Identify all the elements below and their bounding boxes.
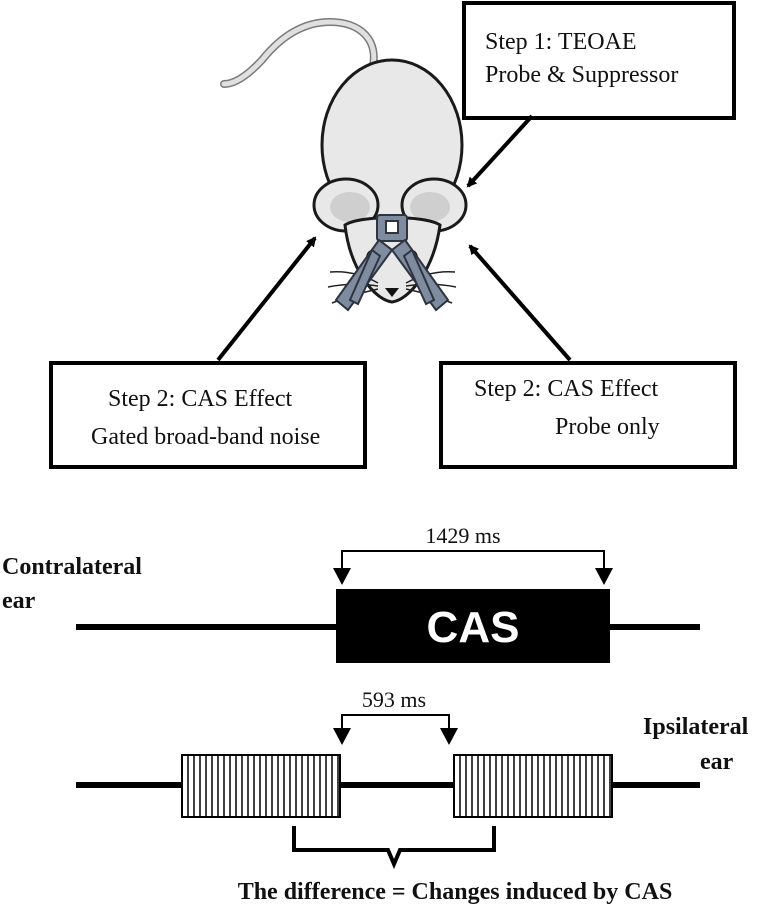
gap-start-arrow xyxy=(333,728,351,745)
step1-arrow xyxy=(466,114,534,188)
gap-duration-label: 593 ms xyxy=(362,687,426,712)
step2-right-line1: Step 2: CAS Effect xyxy=(474,376,659,402)
cas-end-arrow xyxy=(595,568,613,585)
step2-left-line1: Step 2: CAS Effect xyxy=(108,386,293,412)
step2-left-box: Step 2: CAS Effect Gated broad-band nois… xyxy=(49,361,367,469)
difference-brace xyxy=(292,826,496,870)
mouse-nose xyxy=(385,288,399,297)
probe-click-train-left xyxy=(181,754,341,818)
contralateral-label-line2: ear xyxy=(2,588,36,614)
step2-left-arrow xyxy=(216,236,317,362)
ipsilateral-label-line1: Ipsilateral xyxy=(643,714,749,740)
step2-right-box: Step 2: CAS Effect Probe only xyxy=(439,361,737,469)
cas-duration-label: 1429 ms xyxy=(425,523,500,548)
cas-duration-bracket xyxy=(341,550,605,582)
step1-box: Step 1: TEOAE Probe & Suppressor xyxy=(462,1,736,120)
gap-end-arrow xyxy=(440,728,458,745)
step2-left-line2: Gated broad-band noise xyxy=(91,424,320,450)
cas-block xyxy=(336,589,610,663)
step1-line2: Probe & Suppressor xyxy=(485,62,678,88)
probe-click-train-right xyxy=(453,754,613,818)
cas-start-arrow xyxy=(333,568,351,585)
step2-right-arrow xyxy=(468,244,572,362)
step2-right-line2: Probe only xyxy=(555,414,660,440)
contralateral-label-line1: Contralateral xyxy=(2,554,142,580)
step1-line1: Step 1: TEOAE xyxy=(485,29,637,55)
mouse-illustration xyxy=(220,17,468,312)
difference-caption: The difference = Changes induced by CAS xyxy=(238,879,673,905)
ipsilateral-label-line2: ear xyxy=(700,749,734,775)
cas-block-label: CAS xyxy=(427,603,520,652)
probe-apparatus xyxy=(334,214,450,312)
gap-duration-bracket xyxy=(341,714,450,742)
